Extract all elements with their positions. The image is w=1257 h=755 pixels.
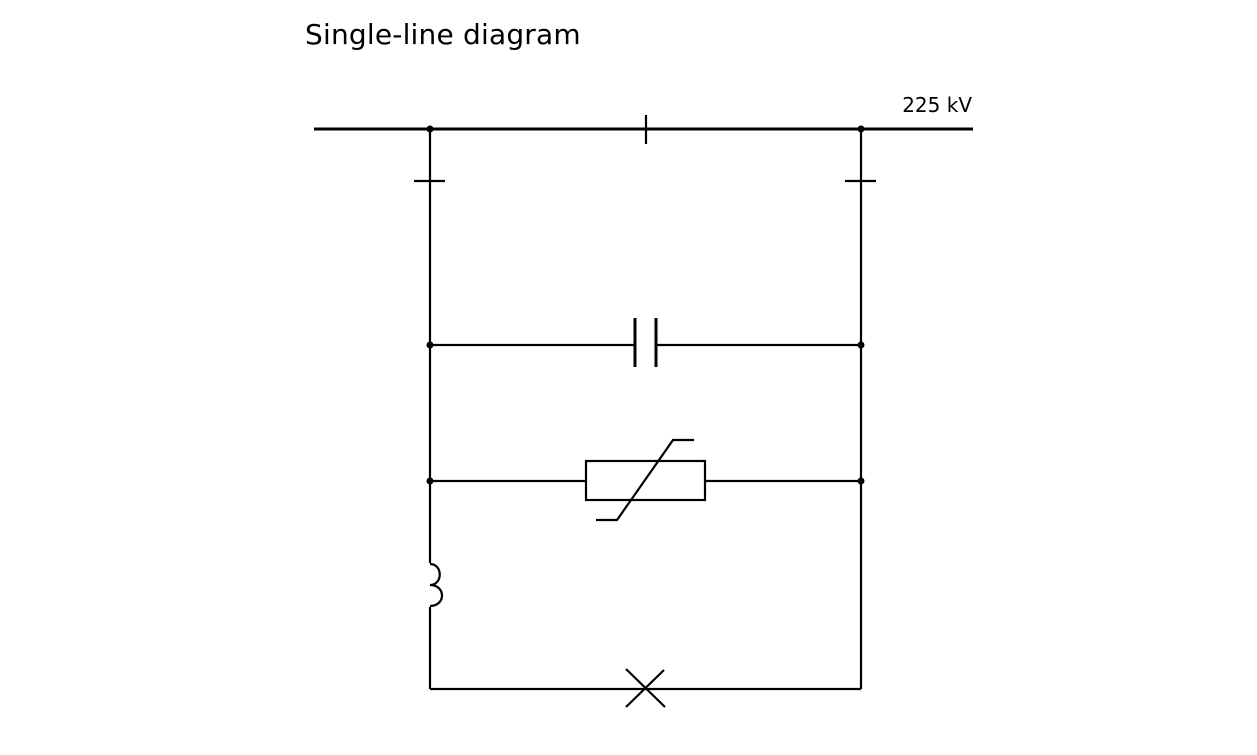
junction-dots [426,125,865,485]
series-capacitor-symbol [430,318,861,367]
busbar-voltage-label: 225 kV [902,93,972,117]
damping-reactor-symbol [426,562,444,608]
varistor-symbol [430,438,861,522]
diagram-title: Single-line diagram [305,18,581,51]
bypass-switch-symbol [430,668,861,708]
